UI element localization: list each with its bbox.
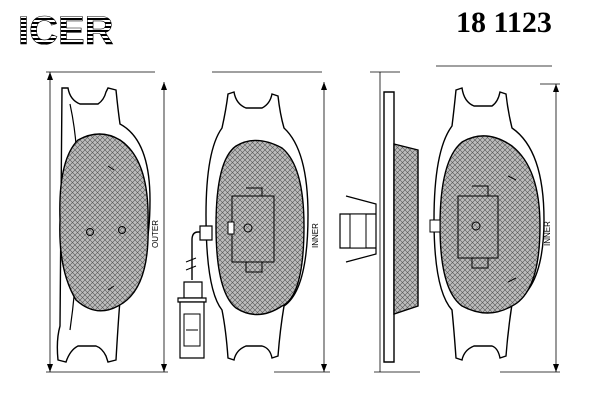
side-profile-view bbox=[339, 71, 420, 373]
outer-view: OUTER bbox=[46, 71, 168, 373]
outer-friction-pad bbox=[59, 133, 149, 312]
brand-logo-text: ICER bbox=[18, 10, 114, 52]
brand-logo: ICER bbox=[18, 10, 114, 52]
side-backing-plate bbox=[383, 91, 395, 363]
inner-left-friction-pad bbox=[215, 139, 305, 316]
outer-label: OUTER bbox=[151, 220, 160, 248]
wear-sensor-cable bbox=[191, 231, 208, 280]
inner-view-left: INNER bbox=[177, 71, 330, 373]
inner-view-right: INNER bbox=[429, 65, 560, 373]
side-friction-material bbox=[393, 143, 419, 315]
wear-sensor-connector bbox=[177, 281, 207, 359]
part-number: 18 1123 bbox=[456, 6, 552, 39]
inner-left-label: INNER bbox=[311, 223, 320, 248]
inner-right-friction-pad bbox=[439, 135, 541, 314]
inner-right-label: INNER bbox=[543, 221, 552, 246]
